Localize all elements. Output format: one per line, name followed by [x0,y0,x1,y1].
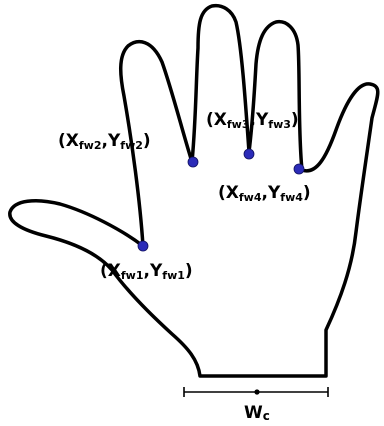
label-fw1-close: ) [185,261,193,281]
wrist-center-dot [254,389,260,395]
label-fw2-suby: fw2 [120,139,143,152]
webbing-point-fw1 [137,240,149,252]
wrist-width-main: W [244,403,263,423]
label-fw1-suby: fw1 [162,269,185,282]
label-fw2-sep: ,Y [102,131,121,151]
label-fw3-suby: fw3 [268,118,291,131]
wrist-width-sub: c [263,409,270,423]
label-fw3-subx: fw3 [227,118,250,131]
label-fw3-open: (X [206,110,227,130]
label-fw2-open: (X [58,131,79,151]
label-fw1-subx: fw1 [121,269,144,282]
wrist-width-label: Wc [244,403,270,423]
hand-silhouette [8,3,380,378]
label-fw3: (Xfw3,Yfw3) [206,110,299,131]
label-fw2-subx: fw2 [79,139,102,152]
label-fw1-sep: ,Y [144,261,163,281]
label-fw4-close: ) [303,183,311,203]
label-fw4-subx: fw4 [239,191,262,204]
label-fw4-open: (X [218,183,239,203]
label-fw2-close: ) [143,131,151,151]
label-fw4: (Xfw4,Yfw4) [218,183,311,204]
label-fw1-open: (X [100,261,121,281]
webbing-point-fw2 [187,156,199,168]
label-fw4-suby: fw4 [280,191,303,204]
webbing-point-fw3 [243,148,255,160]
label-fw2: (Xfw2,Yfw2) [58,131,151,152]
label-fw3-sep: ,Y [250,110,269,130]
label-fw3-close: ) [291,110,299,130]
label-fw1: (Xfw1,Yfw1) [100,261,193,282]
label-fw4-sep: ,Y [262,183,281,203]
webbing-point-fw4 [293,163,305,175]
